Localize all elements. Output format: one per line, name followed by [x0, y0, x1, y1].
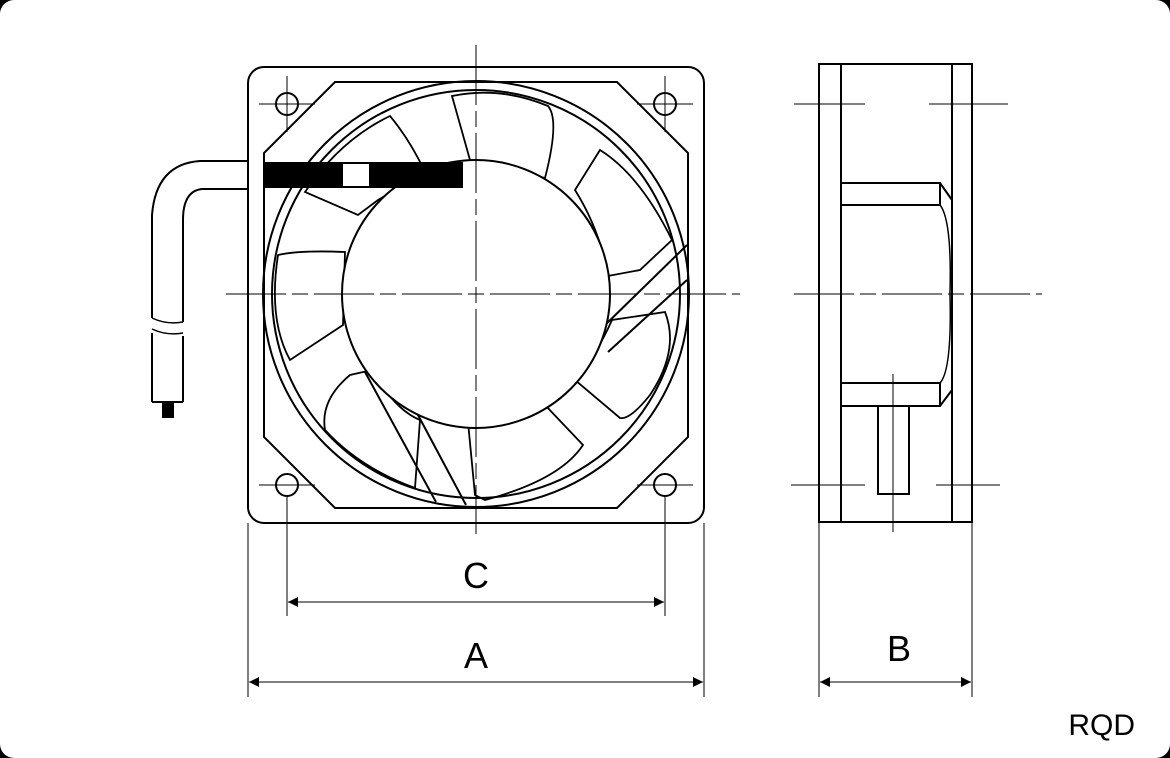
dimension-a-label: A [464, 635, 488, 676]
side-centerlines [791, 103, 1042, 532]
fan-strut [409, 399, 467, 506]
fan-blade [274, 250, 346, 362]
front-centerlines [226, 45, 740, 534]
fan-strut [599, 244, 688, 331]
fan-inner-octagon [263, 81, 689, 509]
fan-blade [450, 91, 555, 180]
dimension-c-label: C [463, 555, 489, 596]
fan-strut [364, 371, 437, 503]
dimension-lines [247, 496, 973, 697]
cable-connector-tip [162, 402, 174, 418]
fan-side-view [818, 63, 973, 523]
dimension-b-label: B [887, 628, 911, 669]
fan-strut [607, 279, 688, 353]
fan-blade [323, 368, 421, 490]
fan-cable [151, 160, 248, 403]
side-hub-profile [841, 182, 953, 407]
fan-label-strip [263, 162, 463, 188]
fan-blade [573, 148, 674, 278]
side-frame-outline [818, 63, 973, 523]
model-code-label: RQD [1068, 709, 1135, 742]
